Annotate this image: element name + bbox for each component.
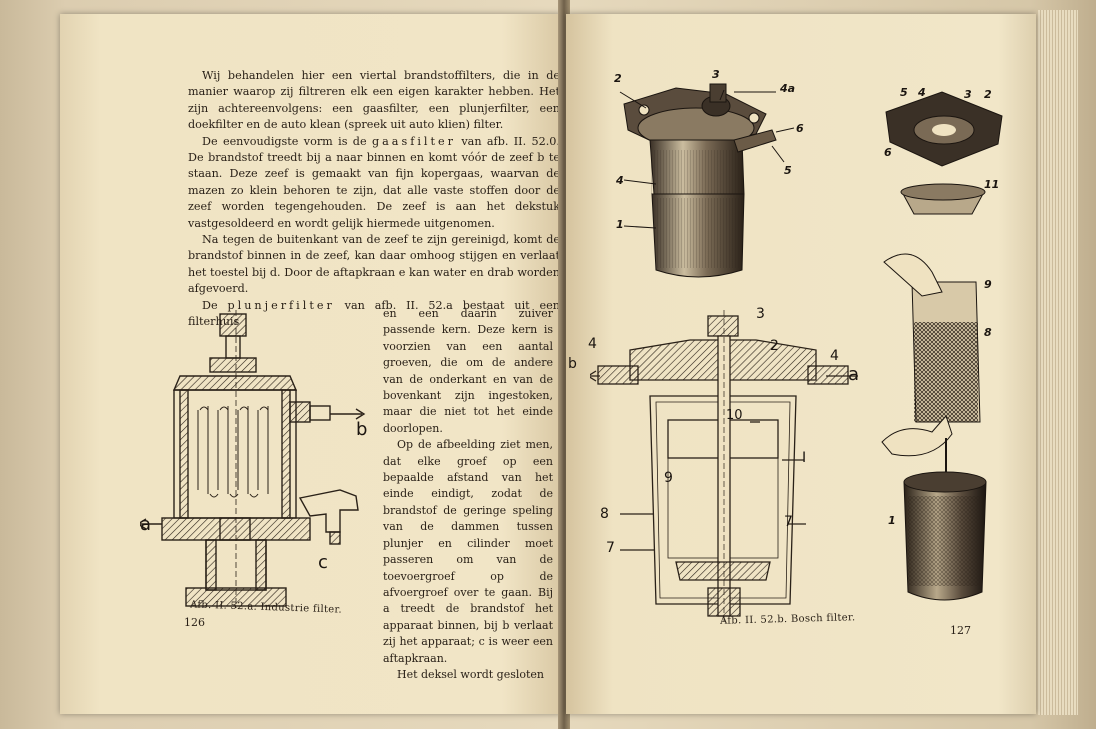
right-page: 2 3 4a 6 5 4 1 <box>566 14 1036 714</box>
label-sec-4-right: 4 <box>830 348 839 364</box>
label-tr-8: 8 <box>984 326 992 339</box>
label-sec-2: 2 <box>770 338 779 354</box>
industrie-filter-drawing <box>140 310 366 608</box>
label-tr-9: 9 <box>984 278 992 291</box>
page-edges <box>1038 10 1078 715</box>
label-sec-8: 8 <box>600 506 609 522</box>
label-b: b <box>356 419 368 440</box>
label-tr-6: 6 <box>884 146 892 159</box>
left-page: Wij behandelen hier een viertal brandsto… <box>60 14 562 714</box>
left-page-text: Wij behandelen hier een viertal brandsto… <box>188 68 560 331</box>
label-tr-3: 3 <box>964 88 972 101</box>
label-sec-7-right: 7 <box>784 514 793 530</box>
label-tl-1: 1 <box>616 218 624 231</box>
page-number-left: 126 <box>184 616 205 629</box>
label-sec-I: I <box>802 450 807 466</box>
label-tr-5: 5 <box>900 86 908 99</box>
term-gaasfilter: gaasfilter <box>371 134 456 148</box>
paragraph-4-start: De plunjerfilter van afb. II. 52.a besta… <box>188 298 560 329</box>
label-tr-11: 11 <box>984 178 1000 191</box>
label-sec-3: 3 <box>756 306 765 322</box>
label-sec-4-left: 4 <box>588 336 597 352</box>
label-tl-4a: 4a <box>780 82 796 95</box>
label-sec-10: 10 <box>726 408 743 423</box>
label-sec-a: a <box>848 364 860 385</box>
label-tl-6: 6 <box>796 122 804 135</box>
left-column-text: en een daarin zuiver passende kern. Deze… <box>383 306 553 683</box>
label-tl-4: 4 <box>616 174 624 187</box>
page-number-right: 127 <box>950 624 971 637</box>
label-sec-7-left: 7 <box>606 540 615 556</box>
paragraph-3: Na tegen de buitenkant van de zeef te zi… <box>188 233 560 296</box>
label-sec-9: 9 <box>664 470 673 486</box>
label-tr-2: 2 <box>984 88 992 101</box>
paragraph-1: Wij behandelen hier een viertal brandsto… <box>188 69 560 132</box>
label-c: c <box>318 552 328 573</box>
caption-bosch: Afb. II. 52.b. Bosch filter. <box>719 612 856 627</box>
term-plunjerfilter: plunjerfilter <box>227 298 335 312</box>
label-sec-b: b <box>568 356 577 372</box>
label-tl-2: 2 <box>614 72 622 85</box>
paragraph-6: Het deksel wordt gesloten <box>397 667 545 681</box>
bosch-filter-assembled-drawing <box>619 83 795 278</box>
label-a: a <box>140 514 152 535</box>
bosch-filter-section-drawing <box>590 310 858 624</box>
paragraph-5: Op de afbeelding ziet men, dat elke groe… <box>383 438 553 665</box>
label-tr-4: 4 <box>918 86 926 99</box>
paragraph-4-cont: en een daarin zuiver passende kern. Deze… <box>383 307 553 435</box>
paragraph-2: De eenvoudigste vorm is de gaasfilter va… <box>188 134 560 230</box>
label-tr-1: 1 <box>888 514 896 527</box>
label-tl-3: 3 <box>712 68 720 81</box>
bosch-filter-exploded-drawing <box>881 91 1003 601</box>
label-tl-5: 5 <box>784 164 792 177</box>
